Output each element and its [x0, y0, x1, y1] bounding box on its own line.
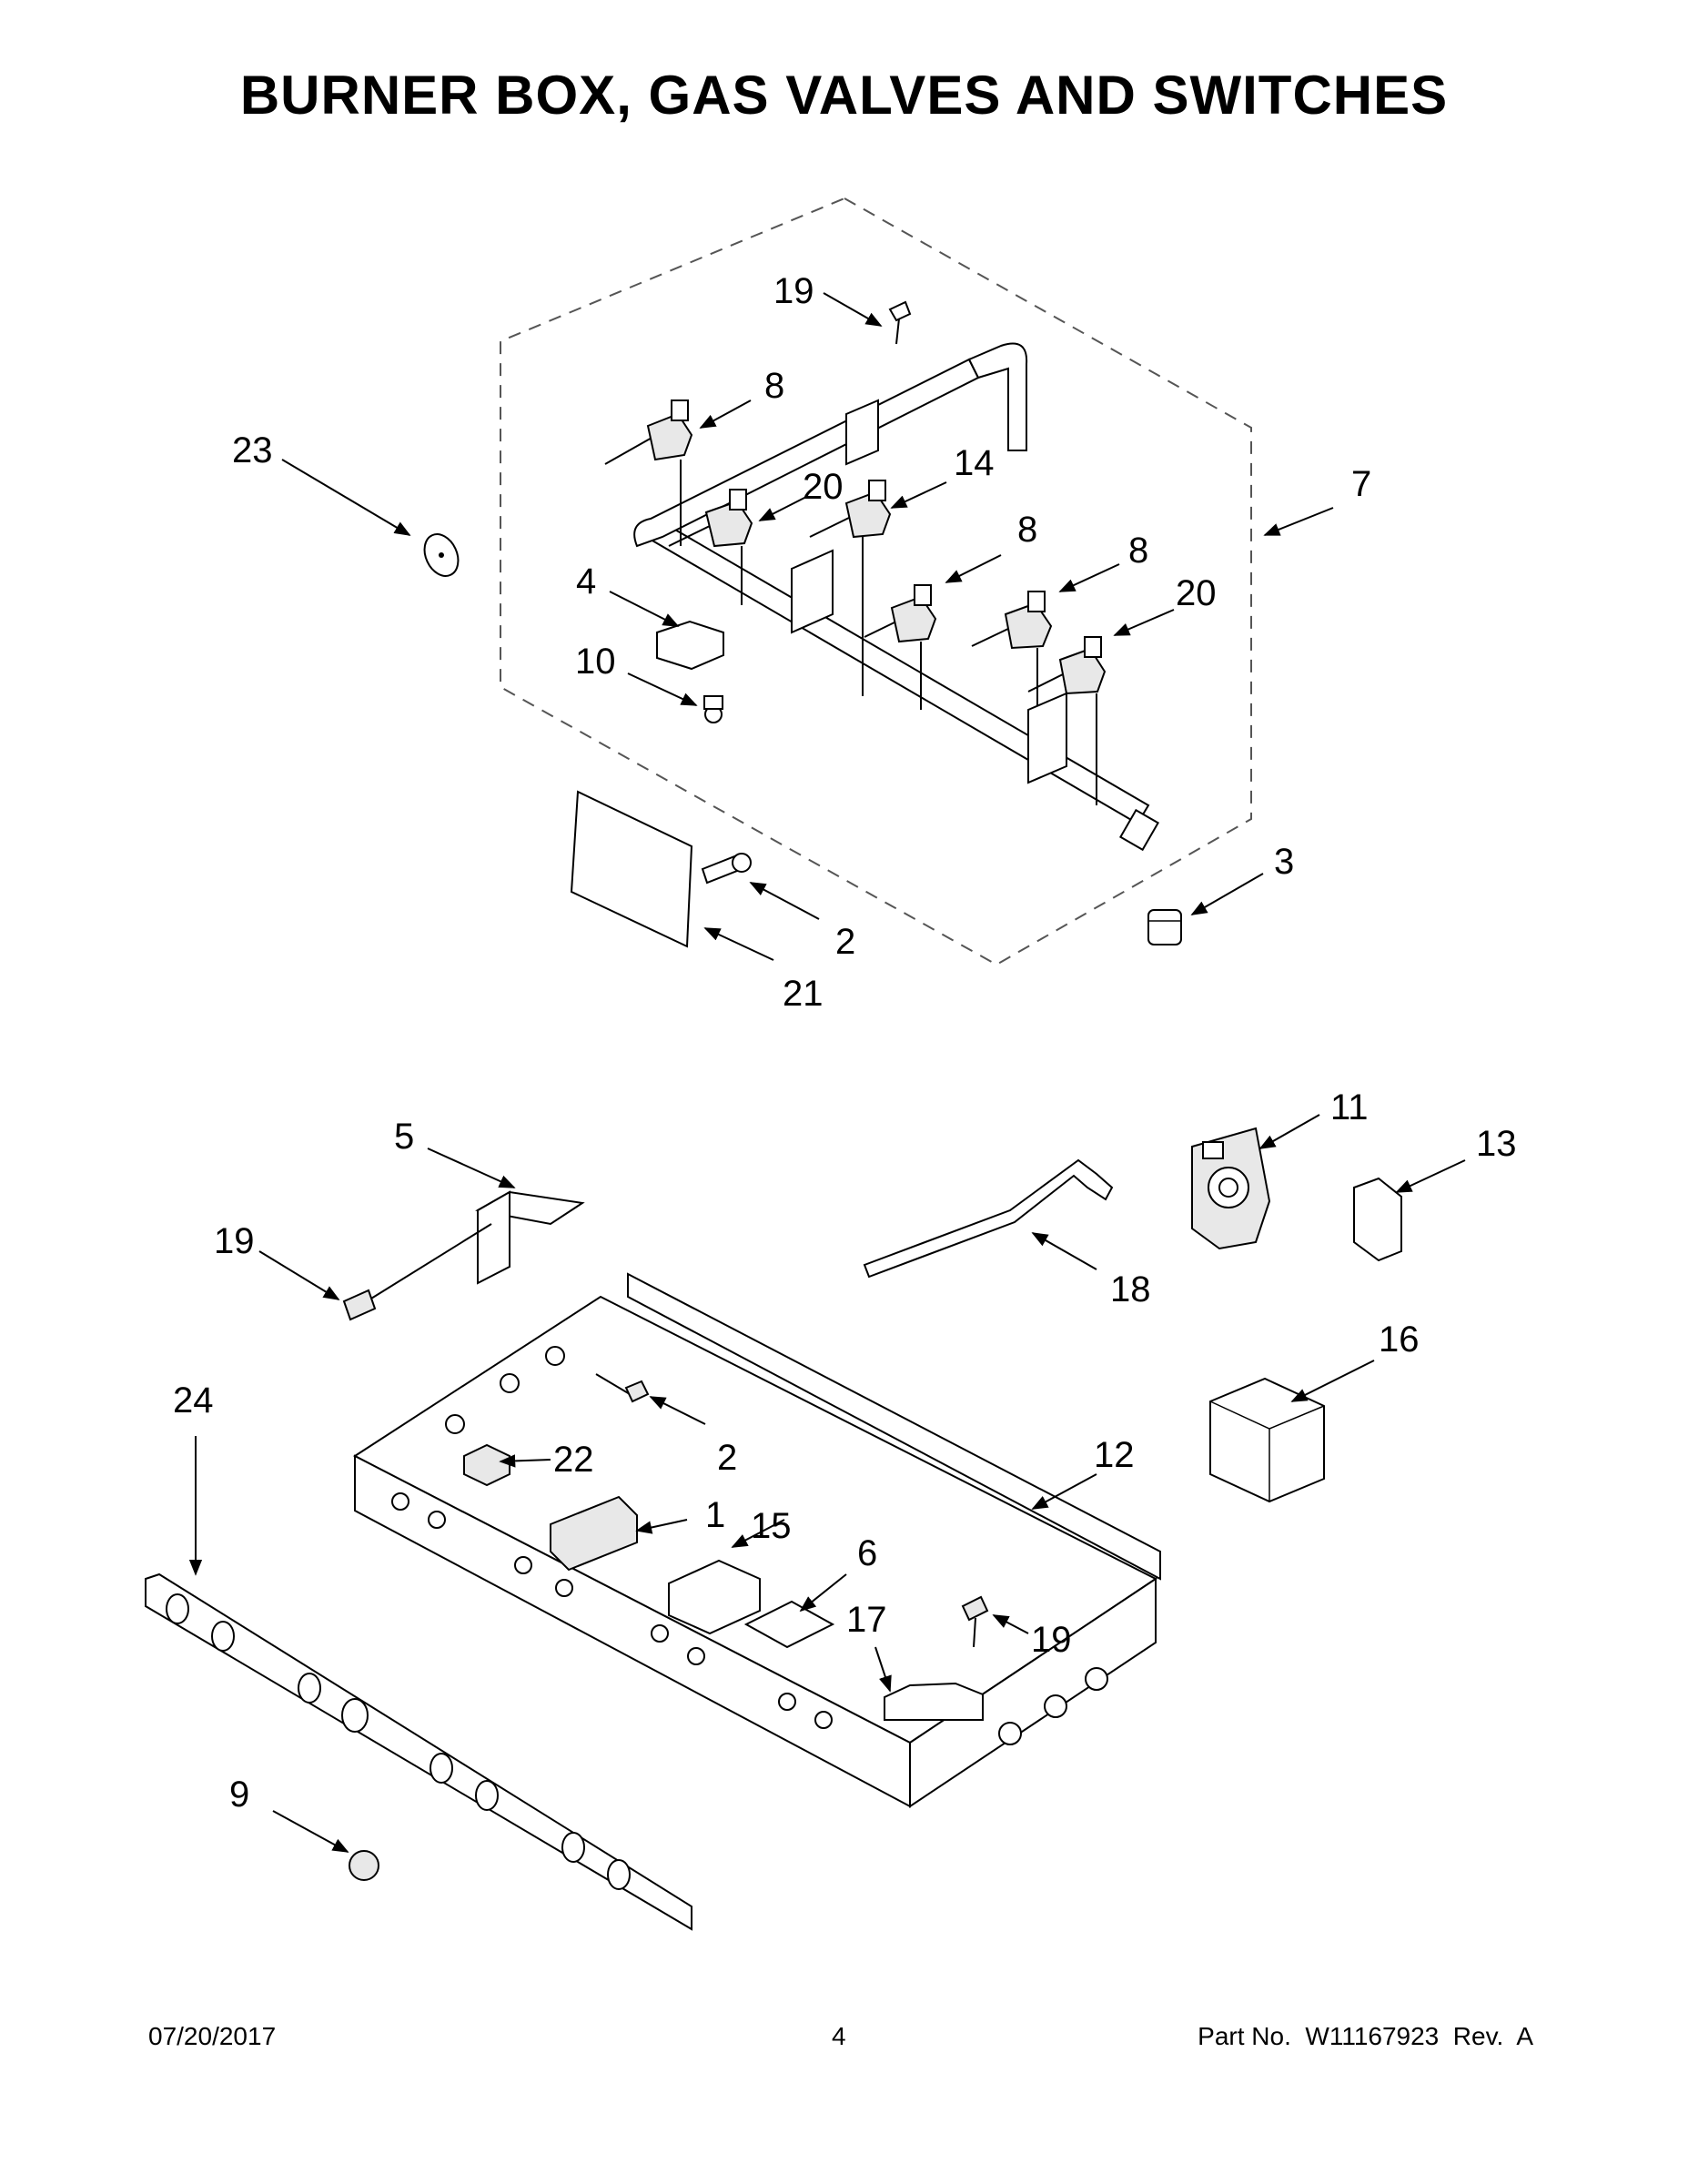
junction-box [1209, 1377, 1325, 1503]
footer-date: 07/20/2017 [148, 2022, 277, 2050]
callout-3: 3 [1274, 842, 1294, 882]
callout-20-b: 20 [1176, 573, 1217, 613]
valve-assembly-boundary [500, 197, 1252, 966]
callout-8-c: 8 [1128, 531, 1148, 571]
page-title: BURNER BOX, GAS VALVES AND SWITCHES [239, 65, 1449, 126]
screw-19a [888, 300, 912, 345]
callout-13: 13 [1476, 1124, 1517, 1164]
front-panel [145, 1572, 692, 1931]
callout-9: 9 [229, 1774, 249, 1815]
callout-14: 14 [954, 443, 995, 483]
callout-23: 23 [232, 430, 273, 470]
callout-17: 17 [846, 1600, 887, 1640]
callout-8-a: 8 [764, 366, 784, 406]
fitting [1147, 909, 1182, 945]
plate-6 [743, 1600, 835, 1649]
clip-bracket [656, 620, 724, 671]
cover-box-15 [668, 1559, 761, 1635]
callout-19-top: 19 [773, 271, 814, 311]
screw-2b [595, 1373, 650, 1403]
callout-11: 11 [1330, 1087, 1369, 1127]
callout-15: 15 [751, 1506, 792, 1546]
callout-19-left: 19 [214, 1221, 255, 1261]
disc-washer-center [439, 552, 444, 558]
callout-2-upper: 2 [835, 922, 855, 962]
pressure-regulator [1191, 1127, 1271, 1250]
manifold-pipe [633, 342, 1159, 852]
bracket-17 [884, 1682, 984, 1721]
callout-10: 10 [575, 642, 616, 682]
gas-valve-5 [971, 591, 1053, 728]
callout-18: 18 [1110, 1269, 1151, 1309]
burner-box [353, 1272, 1161, 1808]
terminal-block-22 [463, 1443, 510, 1487]
callout-16: 16 [1379, 1320, 1420, 1360]
callout-4: 4 [576, 561, 596, 602]
callout-7: 7 [1351, 464, 1371, 504]
gas-valve-6 [1027, 636, 1107, 805]
screw-19b [342, 1289, 377, 1321]
callout-1: 1 [705, 1495, 725, 1535]
callout-22: 22 [553, 1440, 594, 1480]
callout-12: 12 [1094, 1435, 1135, 1475]
callout-5: 5 [394, 1117, 414, 1157]
manifold-bracket-right [1027, 692, 1067, 784]
manifold-bracket-top [845, 399, 879, 466]
cover-plate [570, 790, 693, 948]
callout-2-lower: 2 [717, 1438, 737, 1478]
gas-valve-2 [668, 489, 753, 605]
switch-bracket [359, 1190, 585, 1307]
callout-21: 21 [783, 974, 824, 1014]
callout-19-right: 19 [1031, 1620, 1072, 1660]
screw-19c [961, 1595, 989, 1648]
regulator-bracket [1353, 1177, 1402, 1262]
gas-valve-4 [864, 584, 937, 710]
gas-valve-1 [604, 399, 693, 546]
leader-arrows [188, 292, 1466, 1853]
footer-page-number: 4 [832, 2022, 846, 2050]
footer-part-number: Part No. W11167923 Rev. A [1198, 2022, 1533, 2050]
screw-2a [701, 853, 752, 885]
gas-tube [863, 1158, 1114, 1279]
callout-8-b: 8 [1017, 510, 1037, 550]
screw-10 [703, 695, 723, 723]
manifold-bracket-mid [791, 549, 834, 634]
callout-24: 24 [173, 1380, 214, 1421]
grommet [349, 1850, 379, 1881]
switch-block-1 [550, 1495, 638, 1572]
callout-20-a: 20 [803, 467, 844, 507]
callout-6: 6 [857, 1533, 877, 1573]
callout-labels: 19 8 23 14 20 7 4 8 8 20 10 3 2 21 11 5 … [173, 271, 1517, 1815]
gas-valve-3 [809, 480, 892, 696]
